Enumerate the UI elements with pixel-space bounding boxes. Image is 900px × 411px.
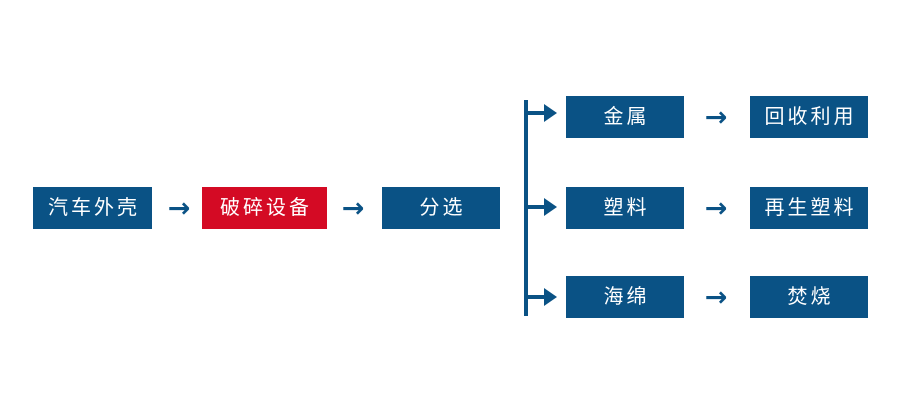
node-metal[interactable]: 金属 [566, 96, 684, 138]
node-car-shell[interactable]: 汽车外壳 [33, 187, 152, 229]
node-sponge[interactable]: 海绵 [566, 276, 684, 318]
branch-arrow-icon-plastic [524, 196, 557, 218]
node-plastic[interactable]: 塑料 [566, 187, 684, 229]
arrow-right-icon-sponge: → [704, 281, 728, 313]
arrow-right-icon-metal: → [704, 101, 728, 133]
node-crusher[interactable]: 破碎设备 [202, 187, 327, 229]
node-metal-outcome[interactable]: 回收利用 [750, 96, 868, 138]
arrow-right-icon-plastic: → [704, 192, 728, 224]
arrow-right-icon-1: → [167, 192, 191, 224]
node-sponge-outcome[interactable]: 焚烧 [750, 276, 868, 318]
arrow-right-icon-2: → [341, 192, 365, 224]
branch-arrow-icon-metal [524, 102, 557, 124]
node-sorting[interactable]: 分选 [382, 187, 500, 229]
branch-arrow-icon-sponge [524, 286, 557, 308]
node-plastic-outcome[interactable]: 再生塑料 [750, 187, 868, 229]
